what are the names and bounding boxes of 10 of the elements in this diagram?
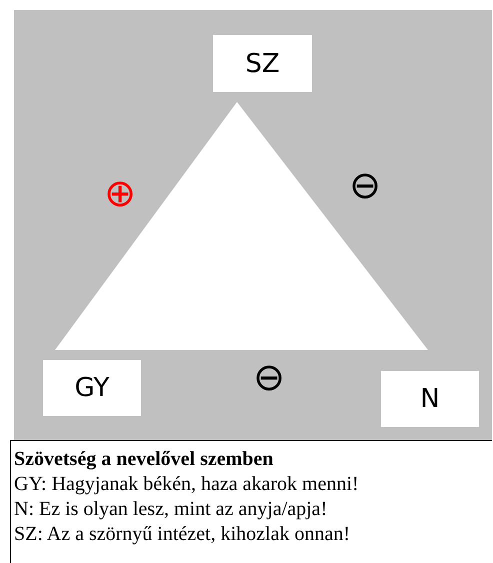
relation-sign: ⊖ [252, 357, 286, 397]
relation-sign: ⊖ [348, 165, 382, 205]
corner-box: SZ [213, 35, 312, 92]
heading: Szövetség a nevelővel szemben [14, 447, 274, 472]
corner-box: N [381, 371, 479, 427]
corner-box: GY [43, 360, 141, 416]
relation-sign: ⊕ [103, 173, 137, 213]
quote-line: GY: Hagyjanak békén, haza akarok menni! [14, 472, 359, 497]
quote-line: N: Ez is olyan lesz, mint az anyja/apja! [14, 497, 328, 522]
quote-line: SZ: Az a szörnyű intézet, kihozlak onnan! [14, 522, 350, 547]
